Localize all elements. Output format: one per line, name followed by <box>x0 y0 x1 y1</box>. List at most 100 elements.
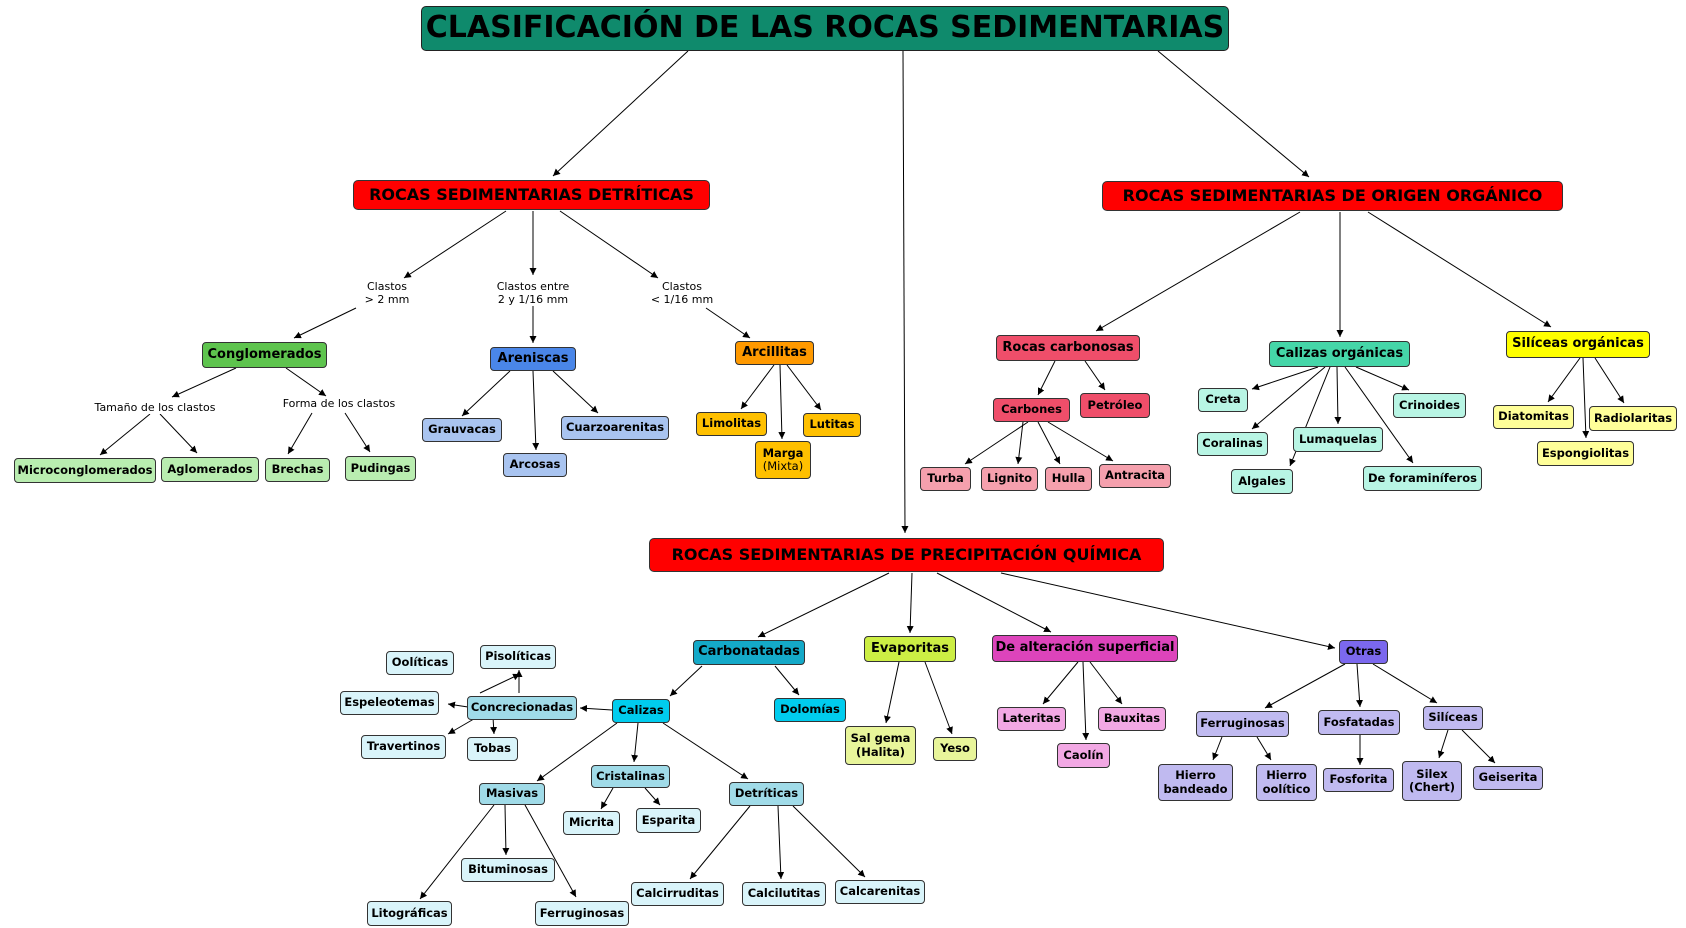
node-fosfatadas-label: Fosfatadas <box>1323 714 1395 729</box>
node-crinoides: Crinoides <box>1393 393 1466 418</box>
node-tobas-label: Tobas <box>473 741 512 756</box>
connector-arrow <box>964 421 1029 465</box>
node-yeso-label: Yeso <box>940 741 970 756</box>
node-micrita: Micrita <box>563 811 620 835</box>
node-detriticas-q: Detríticas <box>729 782 804 806</box>
connector-arrow <box>1047 421 1114 462</box>
node-arcosas: Arcosas <box>503 453 567 477</box>
connector-arrow <box>285 367 327 397</box>
node-turba-label: Turba <box>927 471 964 486</box>
node-calcilutitas-label: Calcilutitas <box>747 886 821 901</box>
node-petroleo: Petróleo <box>1080 393 1150 418</box>
node-aglomerados-label: Aglomerados <box>167 461 253 476</box>
connector-arrow <box>159 413 198 454</box>
node-ooliticas: Oolíticas <box>386 651 454 675</box>
connector-arrow <box>1256 736 1272 761</box>
node-algales: Algales <box>1231 469 1293 494</box>
node-dolomias: Dolomías <box>774 698 846 722</box>
node-detriticas-label: ROCAS SEDIMENTARIAS DETRÍTICAS <box>369 184 694 204</box>
connector-arrow <box>662 722 749 780</box>
node-concrecionadas-label: Concrecionadas <box>470 700 574 715</box>
diagram-title-text: CLASIFICACIÓN DE LAS ROCAS SEDIMENTARIAS <box>425 10 1225 46</box>
edge-label-clastos-mayor: Clastos > 2 mm <box>350 280 424 307</box>
node-grauvacas: Grauvacas <box>422 418 502 442</box>
connector-arrow <box>631 722 639 763</box>
edge-label-clastos-menor: Clastos < 1/16 mm <box>644 280 720 307</box>
node-lumaquelas: Lumaquelas <box>1293 427 1383 452</box>
node-microconglomerados-label: Microconglomerados <box>17 462 153 477</box>
node-calizas-label: Calizas <box>618 703 664 718</box>
connector-arrow <box>705 307 751 339</box>
node-hulla: Hulla <box>1045 467 1092 491</box>
node-fosforita: Fosforita <box>1323 768 1394 792</box>
node-foraminiferos: De foraminíferos <box>1363 466 1482 491</box>
connector-arrow <box>1089 661 1123 705</box>
node-espeleotemas-label: Espeleotemas <box>344 695 435 710</box>
node-sal-gema: Sal gema (Halita) <box>845 726 916 765</box>
diagram-title: CLASIFICACIÓN DE LAS ROCAS SEDIMENTARIAS <box>421 6 1229 51</box>
node-siliceas-organicas-label: Silíceas orgánicas <box>1512 336 1644 352</box>
connector-arrow <box>287 412 313 455</box>
connector-arrow <box>479 673 521 694</box>
connector-arrow <box>778 364 786 440</box>
node-lutitas-label: Lutitas <box>809 417 855 432</box>
node-alteracion: De alteración superficial <box>992 635 1178 662</box>
node-antracita: Antracita <box>1099 464 1171 488</box>
connector-arrow <box>1015 421 1024 465</box>
connector-arrow <box>689 805 751 880</box>
node-brechas-label: Brechas <box>271 462 324 477</box>
node-pudingas-label: Pudingas <box>350 460 411 475</box>
node-areniscas-label: Areniscas <box>497 350 569 366</box>
node-ferruginosas-o: Ferruginosas <box>1196 711 1289 737</box>
connector-arrow <box>344 412 371 453</box>
node-otras: Otras <box>1339 640 1388 664</box>
connector-arrow <box>552 370 599 414</box>
connector-arrow <box>792 805 866 878</box>
connector-arrow <box>1042 661 1079 705</box>
connector-arrow <box>1355 366 1410 391</box>
connector-arrow <box>502 804 510 856</box>
node-calcarenitas: Calcarenitas <box>835 880 925 904</box>
node-espongiolitas-label: Espongiolitas <box>1541 445 1630 460</box>
connector-arrow <box>1594 357 1625 404</box>
node-lateritas-label: Lateritas <box>1002 711 1061 726</box>
node-marga-label: Marga <box>762 445 804 460</box>
node-siliceas-organicas: Silíceas orgánicas <box>1506 331 1650 358</box>
node-arcillitas-label: Arcillitas <box>742 344 807 360</box>
node-cristalinas-label: Cristalinas <box>596 768 665 783</box>
node-microconglomerados: Microconglomerados <box>14 458 156 483</box>
connector-arrow <box>293 307 357 339</box>
node-coralinas-label: Coralinas <box>1202 436 1263 451</box>
connector-arrow <box>1367 211 1552 328</box>
node-cuarzoarenitas-label: Cuarzoarenitas <box>565 420 665 435</box>
node-quimica: ROCAS SEDIMENTARIAS DE PRECIPITACIÓN QUÍ… <box>649 538 1164 572</box>
connector-arrow <box>579 704 613 712</box>
connector-arrow <box>403 210 507 279</box>
connector-arrow <box>1334 366 1342 425</box>
node-carbonatadas: Carbonatadas <box>693 640 805 665</box>
connector-arrow <box>524 804 577 898</box>
node-cristalinas: Cristalinas <box>591 765 670 788</box>
node-silex-label: Silex (Chert) <box>1408 766 1456 794</box>
node-litograficas-label: Litográficas <box>371 905 448 920</box>
node-limolitas-label: Limolitas <box>701 416 762 431</box>
node-lignito: Lignito <box>981 467 1038 491</box>
connector-arrow <box>786 364 822 411</box>
node-creta: Creta <box>1198 388 1248 412</box>
node-petroleo-label: Petróleo <box>1087 397 1143 412</box>
connector-arrow <box>1264 663 1346 709</box>
node-dolomias-label: Dolomías <box>780 702 840 717</box>
node-masivas-label: Masivas <box>485 786 539 801</box>
node-calcirruditas-label: Calcirruditas <box>636 886 719 901</box>
connector-arrow <box>669 665 703 697</box>
connector-arrow <box>1372 663 1438 704</box>
connector-arrow <box>99 413 151 456</box>
node-calcirruditas: Calcirruditas <box>631 882 724 906</box>
node-masivas: Masivas <box>479 783 545 805</box>
node-diatomitas: Diatomitas <box>1493 405 1574 429</box>
connector-arrow <box>1037 421 1061 465</box>
connector-arrow <box>740 364 775 410</box>
node-lateritas: Lateritas <box>997 707 1066 731</box>
node-coralinas: Coralinas <box>1197 432 1268 456</box>
